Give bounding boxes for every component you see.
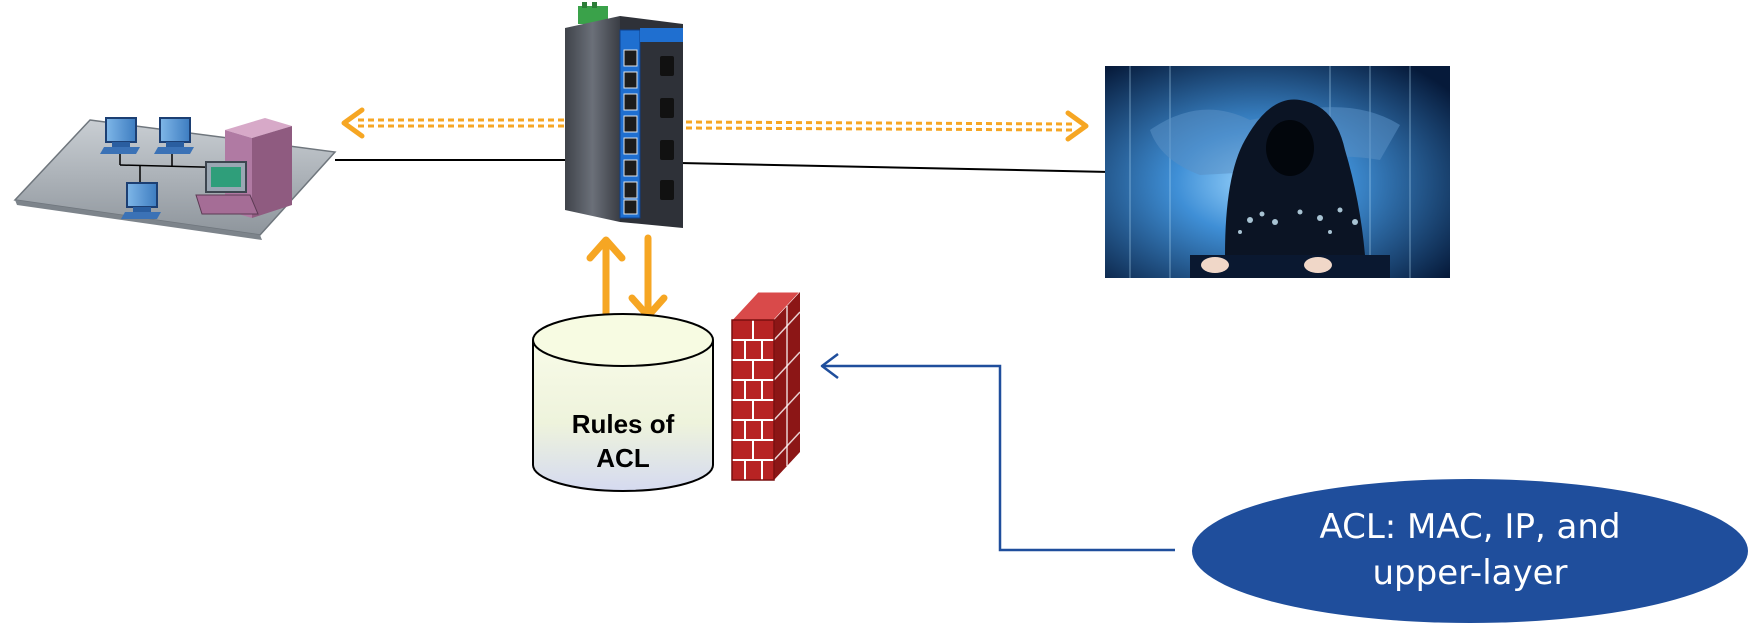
acl-database-icon: Rules of ACL — [532, 313, 714, 492]
acl-callout: ACL: MAC, IP, and upper-layer — [1192, 479, 1748, 623]
callout-line1: ACL: MAC, IP, and — [1319, 507, 1620, 547]
hacker-image — [1105, 66, 1450, 278]
callout-connector — [820, 353, 1175, 552]
lan-network-icon — [13, 117, 337, 240]
database-label-line2: ACL — [596, 443, 650, 473]
link-switch-hacker — [679, 162, 1111, 173]
arrow-to-switch — [586, 236, 626, 324]
database-label-line1: Rules of — [572, 409, 675, 439]
firewall-icon — [730, 291, 802, 481]
arrow-to-database — [628, 234, 668, 320]
industrial-switch-icon — [565, 2, 683, 228]
dashed-arrow-switch-hacker — [685, 110, 1089, 142]
callout-line2: upper-layer — [1372, 553, 1567, 593]
dashed-arrow-lan-switch — [341, 107, 565, 139]
